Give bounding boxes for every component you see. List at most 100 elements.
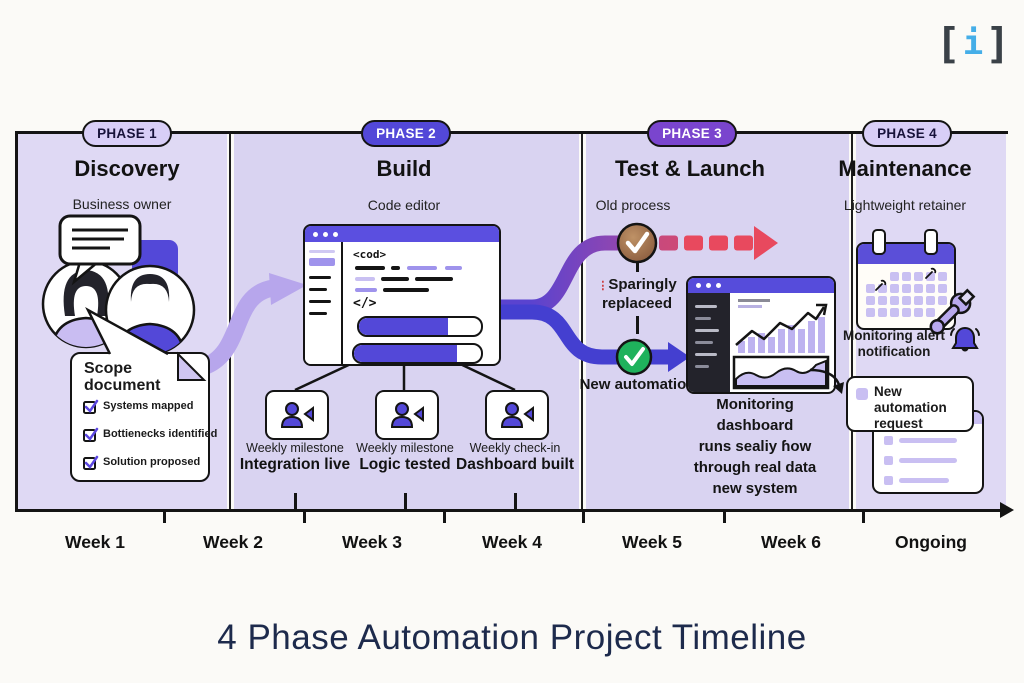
video-call-box xyxy=(375,390,439,440)
divider-phase3-4 xyxy=(851,134,853,511)
logo-right-bracket: ] xyxy=(985,18,1011,68)
bell-icon xyxy=(950,326,980,352)
bar-chart-icon xyxy=(738,317,825,353)
milestone-type: Weekly milestone xyxy=(356,441,454,455)
milestone-axis-connector xyxy=(514,493,517,510)
week-label: Week 6 xyxy=(761,532,821,552)
caption-line: through real data xyxy=(693,459,817,476)
wrench-glyph-icon xyxy=(875,279,887,291)
scope-document-fold-icon xyxy=(177,351,207,381)
window-dot-icon xyxy=(706,283,711,288)
milestone-result: Integration live xyxy=(239,456,351,473)
scope-document-tail xyxy=(85,306,169,356)
new-automation-label: New automation xyxy=(579,376,696,393)
week-label: Week 3 xyxy=(342,532,402,552)
week-label: Week 1 xyxy=(65,532,125,552)
new-automation-flow-line xyxy=(497,304,618,365)
left-border xyxy=(15,133,18,511)
window-titlebar xyxy=(305,226,499,242)
scope-document-title: Scope document xyxy=(84,360,161,394)
code-line xyxy=(355,266,385,270)
video-call-icon xyxy=(500,402,534,428)
phase4-title: Maintenance xyxy=(838,156,972,181)
dashboard-caption: Monitoring dashboard runs sealiy ɦow thr… xyxy=(676,394,834,499)
brand-logo: [ i ] xyxy=(935,18,1011,68)
old-process-check-icon xyxy=(616,222,658,264)
phase3-caption: Old process xyxy=(595,197,671,213)
new-automation-request-label: New automation request xyxy=(874,384,947,431)
checklist-item-label: Bottienecks identified xyxy=(103,428,218,440)
monitoring-dashboard-window xyxy=(686,276,836,394)
code-editor-window: <cod> </> xyxy=(303,224,501,366)
phase2-title: Build xyxy=(376,156,432,181)
checklist-item-label: Systems mapped xyxy=(103,400,194,412)
caption-line: runs sealiy ɦow xyxy=(698,438,812,455)
milestone-axis-connector xyxy=(404,493,407,510)
phase4-caption: Lightweight retainer xyxy=(843,197,967,213)
new-automation-arrowhead-icon xyxy=(668,342,690,372)
milestone-axis-connector xyxy=(294,493,297,510)
phase2-badge-label: PHASE 2 xyxy=(376,126,436,141)
timeline-arrowhead-icon xyxy=(1000,502,1014,518)
phase2-caption: Code editor xyxy=(367,197,441,213)
editor-to-milestones-connectors xyxy=(294,360,516,392)
video-call-box xyxy=(485,390,549,440)
window-dot-icon xyxy=(313,231,318,237)
old-process-arrowhead-icon xyxy=(754,226,778,260)
divider-phase2-3 xyxy=(581,134,583,511)
request-bullet-icon xyxy=(856,388,868,400)
wrench-icon xyxy=(929,288,976,335)
timeline-tick xyxy=(163,511,166,523)
timeline-tick xyxy=(303,511,306,523)
phase1-to-phase2-arrow-icon xyxy=(194,273,307,376)
phase3-title: Test & Launch xyxy=(615,156,765,181)
timeline-tick xyxy=(443,511,446,523)
checklist-item: Systems mapped xyxy=(82,398,207,414)
top-rule xyxy=(15,131,1008,134)
progress-bar xyxy=(352,343,483,364)
phase4-badge: PHASE 4 xyxy=(862,120,952,147)
phase1-title: Discovery xyxy=(74,156,180,181)
checklist-item-label: Solution proposed xyxy=(103,456,201,468)
trend-line-icon xyxy=(735,303,828,346)
window-dot-icon xyxy=(323,231,328,237)
flow-connector-dash xyxy=(636,258,639,272)
video-call-box xyxy=(265,390,329,440)
dashboard-charts xyxy=(732,299,830,390)
milestone-type: Weekly milestone xyxy=(246,441,344,455)
timeline-axis xyxy=(15,509,1003,512)
sparingly-replaced-label: ⋮Sparingly replaceed xyxy=(577,276,697,313)
checklist-item: Solution proposed xyxy=(82,454,207,470)
code-open-tag: <cod> xyxy=(353,248,387,261)
phase3-badge: PHASE 3 xyxy=(647,120,737,147)
window-dot-icon xyxy=(716,283,721,288)
milestone-result: Logic tested xyxy=(359,456,451,473)
checkbox-checked-icon xyxy=(83,399,99,414)
video-call-icon xyxy=(280,402,314,428)
timeline-tick xyxy=(582,511,585,523)
timeline-tick xyxy=(723,511,726,523)
timeline-tick xyxy=(862,511,865,523)
milestone-type: Weekly check-in xyxy=(469,441,561,455)
phase1-badge-label: PHASE 1 xyxy=(97,126,157,141)
flow-connector-dash xyxy=(636,316,639,334)
calendar-hanger-icon xyxy=(872,229,886,255)
page-title: 4 Phase Automation Project Timeline xyxy=(217,618,807,657)
week-label: Week 5 xyxy=(622,532,682,552)
window-dot-icon xyxy=(696,283,701,288)
caption-line: Monitoring dashboard xyxy=(716,396,794,434)
old-process-dashed-segments xyxy=(659,235,753,251)
sparingly-line1: Sparingly xyxy=(608,276,677,293)
milestone-result: Dashboard built xyxy=(456,456,574,473)
checklist-item: Bottienecks identified xyxy=(82,426,217,442)
area-chart-icon xyxy=(732,355,830,390)
logo-left-bracket: [ xyxy=(935,18,961,68)
week-label: Week 4 xyxy=(482,532,542,552)
new-automation-check-icon xyxy=(615,338,653,376)
monitoring-alert-label: Monitoring alert notification xyxy=(838,328,950,360)
sparingly-line2: replaceed xyxy=(601,295,673,312)
window-dot-icon xyxy=(333,231,338,237)
checkbox-checked-icon xyxy=(83,455,99,470)
checkbox-checked-icon xyxy=(83,427,99,442)
week-label: Ongoing xyxy=(895,532,967,552)
